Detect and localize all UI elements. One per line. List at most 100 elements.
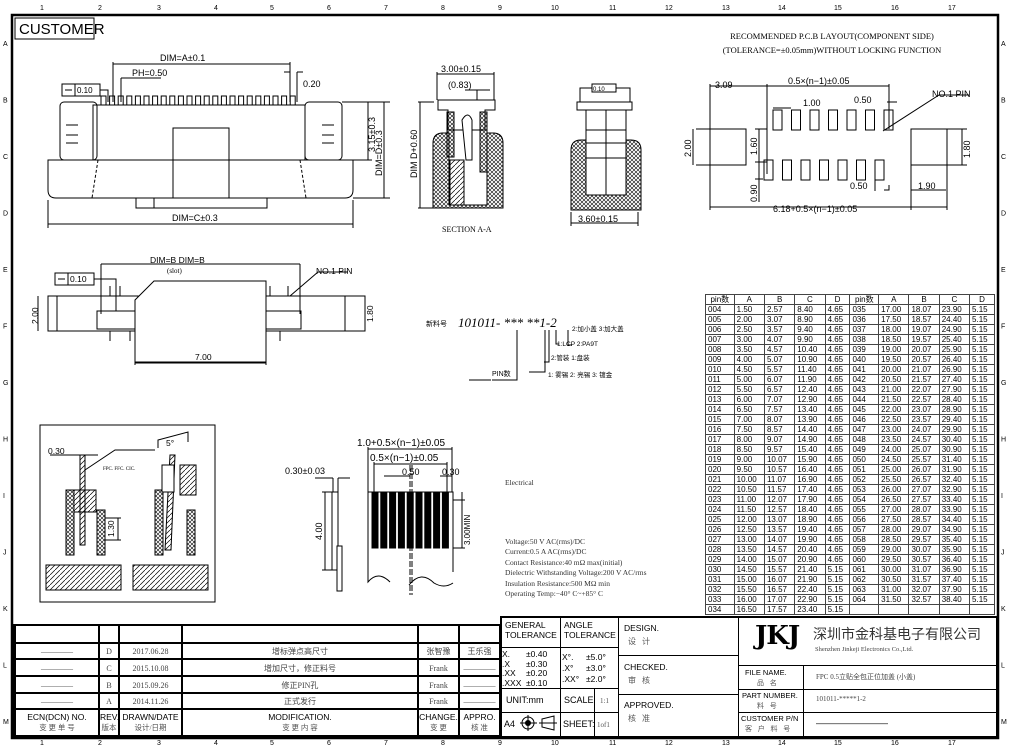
pin-table-cell: 4.50 xyxy=(733,364,765,375)
pcb-pad-bottom xyxy=(800,159,811,181)
option-material: 1:LCP 2:PA9T xyxy=(557,341,598,348)
pin-table-header: C xyxy=(794,294,826,305)
pcb-pad-top xyxy=(809,109,820,131)
zone-column-label: 2 xyxy=(98,5,102,12)
pin-table-cell: 007 xyxy=(705,334,735,345)
pcb-pad-top xyxy=(828,109,838,131)
pin-table-cell: 16.57 xyxy=(763,584,796,595)
pin-table-cell: 028 xyxy=(705,544,735,555)
pin-table-cell: 21.57 xyxy=(908,374,940,385)
pin-table-cell: 24.00 xyxy=(878,444,910,455)
angle-tolerance-label: ANGLE TOLERANCE xyxy=(564,620,616,640)
pin-table-cell: 24.40 xyxy=(938,314,971,325)
contact-pin xyxy=(220,95,227,106)
contact-pin xyxy=(263,95,270,106)
zone-row-label: I xyxy=(3,493,5,500)
pin-table-cell: 034 xyxy=(705,604,735,615)
projection-symbol-icon xyxy=(520,715,557,731)
file-name-value: FPC 0.5立贴全包正位加盖 (小盖) xyxy=(816,673,916,681)
pin-table-cell: 20.57 xyxy=(908,354,940,365)
revision-cell-appro: 王乐强 xyxy=(459,643,500,659)
pcb-dim-180: 1.80 xyxy=(962,140,972,158)
pin-table-cell: 13.57 xyxy=(763,524,796,535)
pin-table-cell: 20.00 xyxy=(878,364,910,375)
pin-table-cell: 23.07 xyxy=(908,404,940,415)
pin-table-cell: 29.50 xyxy=(878,554,910,565)
pin-table-cell: 12.90 xyxy=(794,394,826,405)
pin-table-cell: 014 xyxy=(705,404,735,415)
pin-table-cell: 20.07 xyxy=(908,344,940,355)
contact-pin xyxy=(152,95,159,106)
pin-table-cell: 046 xyxy=(849,414,880,425)
general-tolerance-row: .X±0.30 xyxy=(502,659,558,670)
fpc-dim-030: 0.30 xyxy=(442,467,460,477)
fpc-conductor xyxy=(397,491,405,549)
pin-table-cell: 31.07 xyxy=(908,564,940,575)
end-flatness: 0.10 xyxy=(593,87,605,93)
zone-row-label: D xyxy=(1001,211,1006,218)
pin-table-cell: 23.90 xyxy=(938,304,971,315)
revision-cell-ecn xyxy=(15,625,99,643)
pin-table-cell: 018 xyxy=(705,444,735,455)
contact-pin xyxy=(126,95,133,106)
pin-table-cell: 4.65 xyxy=(824,554,851,565)
contact-pin xyxy=(169,95,176,106)
zone-column-label: 6 xyxy=(327,5,331,12)
fpc-detail-030: 0.30 xyxy=(48,446,65,456)
tolerance-precision: .X° xyxy=(562,663,574,673)
approved-label: APPROVED. xyxy=(624,700,674,710)
zone-row-label: H xyxy=(1001,437,1006,444)
fpc-overall: 1.0+0.5×(n−1)±0.05 xyxy=(357,438,445,449)
pin-table-cell: 13.50 xyxy=(733,544,765,555)
contact-pin xyxy=(109,95,116,106)
pin-table-cell: 28.07 xyxy=(908,504,940,515)
zone-row-label: L xyxy=(3,663,7,670)
pin-table-cell: 30.07 xyxy=(908,544,940,555)
pin-table-cell: 11.90 xyxy=(794,374,826,385)
zone-column-label: 17 xyxy=(948,5,956,12)
zone-column-label: 9 xyxy=(498,740,502,747)
pin-table-cell: 2.50 xyxy=(733,324,765,335)
pin-table-cell xyxy=(938,604,971,615)
pcb-pad-bottom xyxy=(856,159,866,181)
pin-table-cell: 22.07 xyxy=(908,384,940,395)
pin-table-cell: 11.40 xyxy=(794,364,826,375)
pin-table-cell: 4.65 xyxy=(824,524,851,535)
pin-table-cell: 4.00 xyxy=(733,354,765,365)
zone-column-label: 6 xyxy=(327,740,331,747)
customer-pn-value: ———————— xyxy=(816,718,888,728)
pin-table-cell: 30.57 xyxy=(908,554,940,565)
zone-column-label: 3 xyxy=(157,740,161,747)
pin-table-cell: 2.00 xyxy=(733,314,765,325)
pin-table-cell: 5.15 xyxy=(969,334,995,345)
pin-table-cell: 20.40 xyxy=(794,544,826,555)
pin-table-cell: 20.50 xyxy=(878,374,910,385)
pin-table-cell: 7.57 xyxy=(763,404,796,415)
pin-table-header: pin数 xyxy=(849,294,880,305)
scale-value: 1:1 xyxy=(600,697,609,705)
pin-table-cell: 4.65 xyxy=(824,314,851,325)
pin-table-cell: 4.65 xyxy=(824,504,851,515)
pin-table-cell: 14.50 xyxy=(733,564,765,575)
zone-row-label: D xyxy=(3,211,8,218)
angle-tolerance-row: .X°±3.0° xyxy=(562,663,618,674)
pcb-pad-top xyxy=(846,109,857,131)
pin-table-cell: 12.40 xyxy=(794,384,826,395)
pin-table-cell: 4.65 xyxy=(824,344,851,355)
pin-table-cell: 4.65 xyxy=(824,384,851,395)
pin-table-cell: 12.07 xyxy=(763,494,796,505)
pin-table-cell: 8.00 xyxy=(733,434,765,445)
revision-header-rev: REV.版本 xyxy=(99,709,119,736)
pin-table-cell: 8.90 xyxy=(794,314,826,325)
pin-table-cell: 2.57 xyxy=(763,304,796,315)
pin-table-cell: 044 xyxy=(849,394,880,405)
